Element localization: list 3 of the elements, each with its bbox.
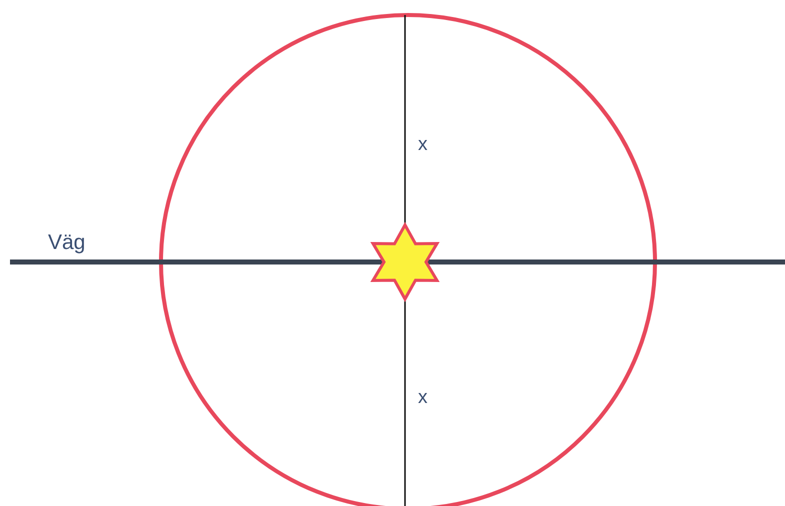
distance-label: x: [418, 135, 428, 154]
road-label: Väg: [48, 232, 86, 253]
distance-label: x: [418, 388, 428, 407]
